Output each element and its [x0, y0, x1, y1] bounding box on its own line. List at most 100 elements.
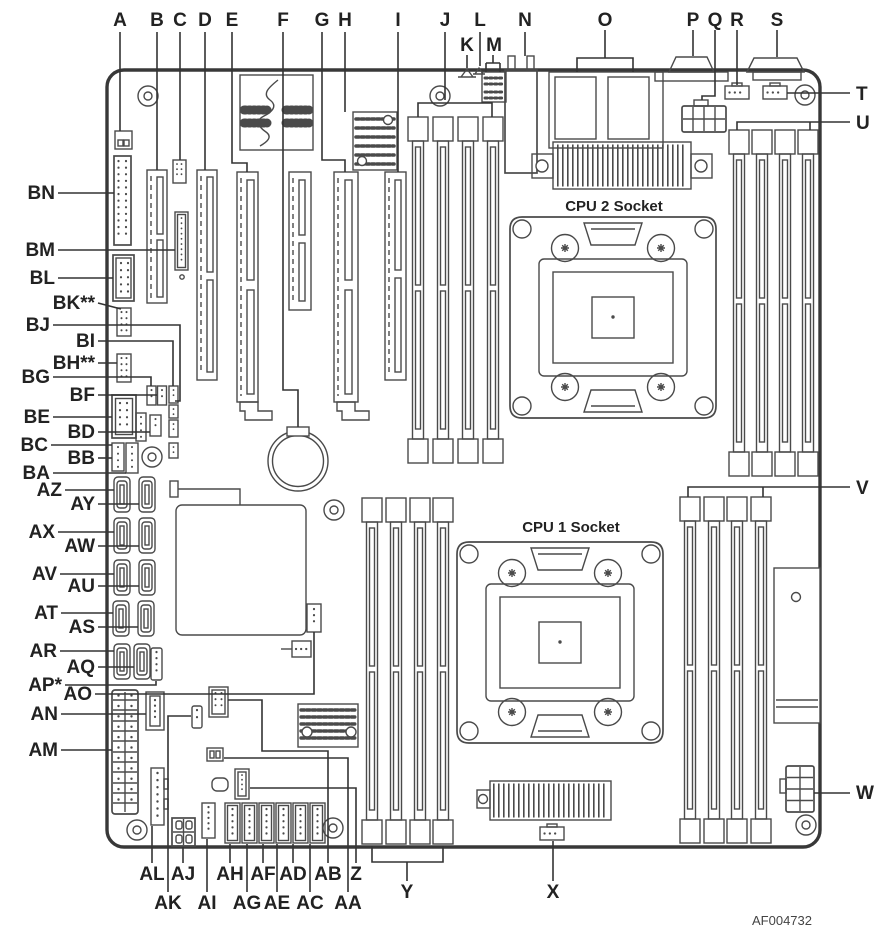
callout-o: O [598, 10, 613, 31]
callout-g: G [315, 10, 330, 31]
callout-be: BE [24, 407, 50, 428]
bottom-heatsink [476, 780, 612, 821]
callout-bi: BI [76, 331, 95, 352]
callout-d: D [198, 10, 212, 31]
callout-a: A [113, 10, 127, 31]
cpu1-socket-label: CPU 1 Socket [522, 519, 620, 536]
callout-ad: AD [279, 864, 306, 885]
bmc-chip [297, 703, 359, 748]
header-c [172, 159, 187, 184]
header-ai [201, 802, 216, 839]
main-power-connector-am [111, 689, 139, 815]
mount-hole [126, 819, 148, 841]
jumper-block-m [481, 71, 507, 103]
callout-w: W [856, 783, 874, 804]
battery [267, 426, 329, 492]
component-2pin [206, 747, 224, 762]
callout-y: Y [401, 882, 414, 903]
fan-header-row [223, 801, 327, 845]
callout-at: AT [34, 603, 58, 624]
callout-k: K [460, 35, 474, 56]
callout-as: AS [69, 617, 95, 638]
header-bl [112, 254, 135, 302]
callout-bd: BD [68, 422, 95, 443]
callout-bj: BJ [26, 315, 50, 336]
pcie-slot-short [288, 171, 312, 311]
usb-stack-connector [504, 55, 538, 174]
cpu2-socket-label: CPU 2 Socket [565, 198, 663, 215]
jumper-column-bi-bj [168, 385, 179, 459]
video-connector [654, 56, 729, 82]
dimm-group-j [407, 116, 504, 464]
pcie-slot-d [196, 169, 218, 381]
callout-bl: BL [30, 268, 56, 289]
connector-al [150, 767, 169, 826]
callout-ak: AK [154, 893, 182, 914]
callout-ah: AH [216, 864, 243, 885]
header-bh [116, 353, 132, 383]
callout-ay: AY [70, 494, 95, 515]
serial-connector [745, 57, 806, 81]
module-area-f [239, 74, 314, 151]
callout-af: AF [250, 864, 275, 885]
front-panel-header-bn [113, 155, 132, 246]
callout-am: AM [28, 740, 58, 761]
mount-hole [137, 85, 159, 107]
header-bk [116, 307, 132, 337]
dimm-group-v [679, 496, 772, 844]
callout-p: P [687, 10, 700, 31]
callout-bf: BF [70, 385, 95, 406]
callout-bk: BK** [53, 293, 96, 314]
connector-mid [135, 412, 147, 442]
chipset-heatsink [169, 480, 307, 636]
callout-bm: BM [25, 240, 55, 261]
power-connector-w [779, 765, 815, 813]
callout-aa: AA [334, 893, 362, 914]
vrm-heatsink [773, 567, 821, 724]
jumper-bf [156, 385, 168, 406]
callout-z: Z [350, 864, 362, 885]
callout-n: N [518, 10, 532, 31]
callout-ap: AP* [28, 675, 62, 696]
mount-hole [794, 84, 816, 106]
callout-ar: AR [30, 641, 58, 662]
callout-av: AV [32, 564, 57, 585]
pcie-slot-e [236, 171, 273, 421]
callout-az: AZ [37, 480, 63, 501]
header-ao [306, 603, 322, 633]
callout-ab: AB [314, 864, 341, 885]
callout-ba: BA [23, 463, 51, 484]
callout-i: I [395, 10, 400, 31]
dimm-group-u [728, 129, 819, 477]
callout-j: J [440, 10, 451, 31]
pcie-slot-b [146, 169, 168, 304]
figure-code: AF004732 [752, 913, 812, 928]
callout-ae: AE [264, 893, 290, 914]
callout-x: X [547, 882, 560, 903]
header-bm [174, 211, 189, 271]
callout-u: U [856, 113, 870, 134]
callout-ai: AI [198, 893, 217, 914]
callout-bc: BC [21, 435, 49, 456]
callout-ag: AG [233, 893, 262, 914]
callout-bn: BN [28, 183, 55, 204]
status-led-k [458, 67, 476, 78]
callout-b: B [150, 10, 164, 31]
callout-h: H [338, 10, 352, 31]
nic-ports [548, 71, 664, 149]
callout-c: C [173, 10, 187, 31]
jumper-ak [191, 705, 203, 729]
fan-header-x [538, 822, 566, 842]
status-led-l [473, 66, 485, 75]
clip-component [211, 777, 229, 792]
callout-bg: BG [22, 367, 51, 388]
callout-aj: AJ [171, 864, 195, 885]
callout-t: T [856, 84, 868, 105]
cpu-power-connector-q [681, 99, 727, 133]
cpu2-socket [510, 217, 716, 418]
mount-hole [323, 499, 345, 521]
callout-v: V [856, 478, 869, 499]
mount-hole [322, 817, 344, 839]
top-heatsink [531, 141, 713, 190]
callout-q: Q [708, 10, 723, 31]
